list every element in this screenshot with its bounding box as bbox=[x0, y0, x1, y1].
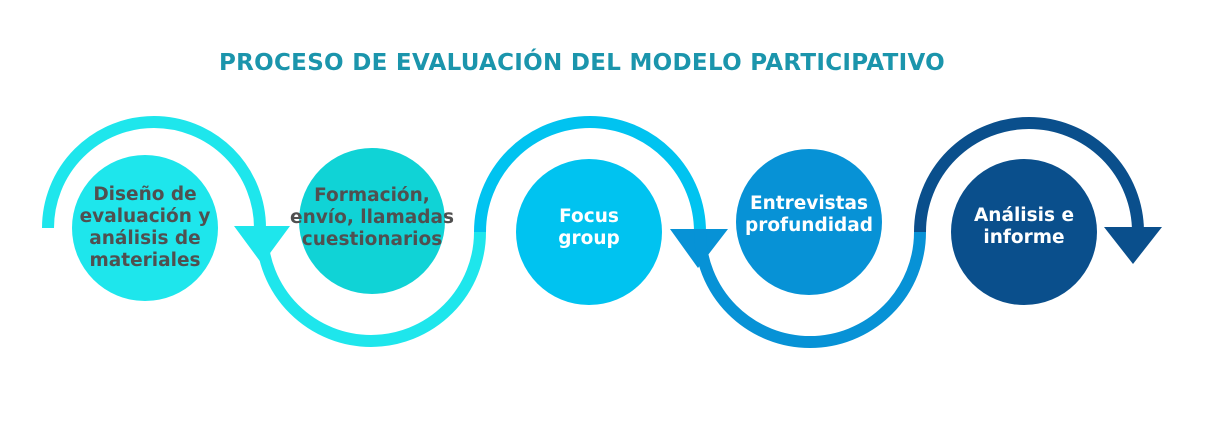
arc-5 bbox=[914, 117, 1144, 233]
diagram-title: PROCESO DE EVALUACIÓN DEL MODELO PARTICI… bbox=[218, 50, 945, 76]
step-4-label: Entrevistas profundidad bbox=[744, 193, 874, 236]
step-5-circle bbox=[951, 159, 1097, 305]
step-2-circle bbox=[299, 148, 445, 294]
arc-4 bbox=[694, 231, 926, 348]
arc-1 bbox=[42, 116, 266, 229]
step-4-circle bbox=[736, 149, 882, 295]
step-3-circle bbox=[516, 159, 662, 305]
step-1-circle bbox=[72, 155, 218, 301]
arc-3 bbox=[474, 116, 706, 233]
step-2-label: Formación, envío, llamadas cuestionarios bbox=[290, 185, 454, 250]
step-1-label: Diseño de evaluación y análisis de mater… bbox=[79, 184, 211, 271]
arc-2 bbox=[256, 231, 486, 347]
arrowhead-5 bbox=[1104, 227, 1162, 264]
step-5-label: Análisis e informe bbox=[973, 205, 1074, 248]
step-3-label: Focus group bbox=[558, 206, 620, 249]
